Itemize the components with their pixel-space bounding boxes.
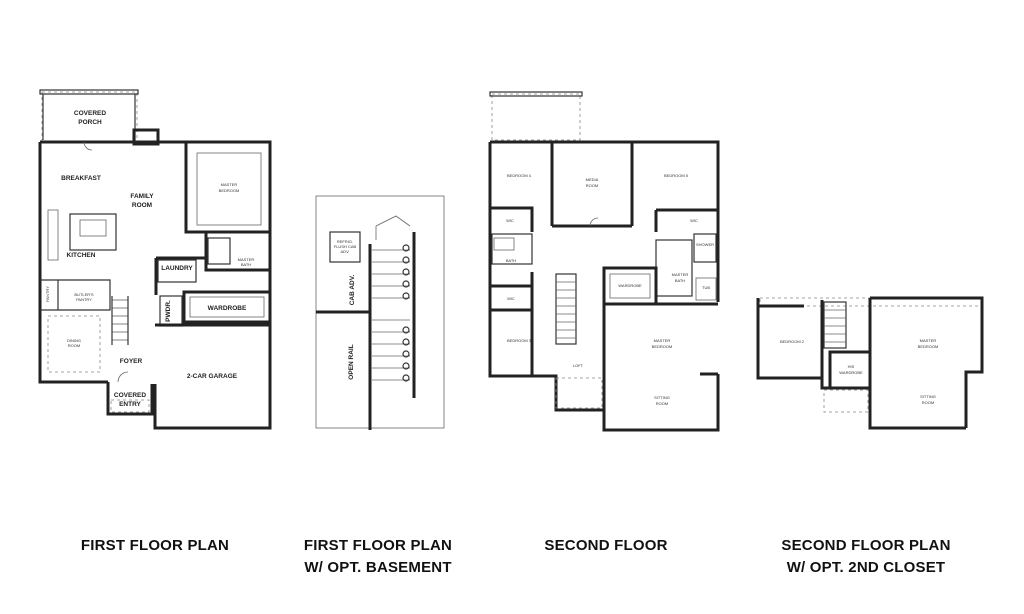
caption-first-floor-basement: FIRST FLOOR PLAN W/ OPT. BASEMENT xyxy=(278,535,478,579)
label-breakfast: BREAKFAST xyxy=(61,175,101,182)
label-wic-right: WIC xyxy=(690,218,698,223)
label-laundry: LAUNDRY xyxy=(161,265,193,272)
caption-second-floor: SECOND FLOOR xyxy=(506,535,706,557)
second-floor-plan xyxy=(488,91,720,432)
label-pwdr: PWDR. xyxy=(165,300,172,322)
caption-closet-line1: SECOND FLOOR PLAN xyxy=(781,537,951,554)
label-bedroom3: BEDROOM 3 xyxy=(507,338,532,343)
caption-closet-line2: W/ OPT. 2ND CLOSET xyxy=(786,559,946,576)
label-loft: LOFT xyxy=(573,363,584,368)
label-bedroom4: BEDROOM 4 xyxy=(507,173,532,178)
caption-first-floor-line1: FIRST FLOOR PLAN xyxy=(80,537,230,554)
label-wic-lower: WIC xyxy=(507,296,515,301)
caption-first-floor: FIRST FLOOR PLAN xyxy=(55,535,255,557)
caption-basement-line1: FIRST FLOOR PLAN xyxy=(303,537,453,554)
label-tub: TUB xyxy=(702,285,710,290)
label-garage: 2-CAR GARAGE xyxy=(187,373,238,380)
first-floor-plan xyxy=(38,89,272,430)
caption-second-floor-closet: SECOND FLOOR PLAN W/ OPT. 2ND CLOSET xyxy=(756,535,976,579)
label-bedroom5: BEDROOM 5 xyxy=(664,173,689,178)
basement-option-plan xyxy=(315,195,445,430)
caption-second-floor-line1: SECOND FLOOR xyxy=(544,537,668,554)
label-cab-adv: CAB ADV. xyxy=(349,275,356,306)
label-bedroom2: BEDROOM 2 xyxy=(780,339,805,344)
label-kitchen: KITCHEN xyxy=(67,252,96,259)
label-wardrobe-2: WARDROBE xyxy=(618,283,642,288)
label-wardrobe-1: WARDROBE xyxy=(208,305,247,312)
label-bath: BATH xyxy=(506,258,516,263)
label-open-rail: OPEN RAIL xyxy=(348,344,355,379)
label-pantry: PANTRY xyxy=(45,286,50,302)
label-shower: SHOWER xyxy=(696,242,714,247)
label-wic-left: WIC xyxy=(506,218,514,223)
caption-basement-line2: W/ OPT. BASEMENT xyxy=(304,559,452,576)
second-floor-closet-plan xyxy=(756,296,984,430)
label-foyer: FOYER xyxy=(120,358,143,365)
